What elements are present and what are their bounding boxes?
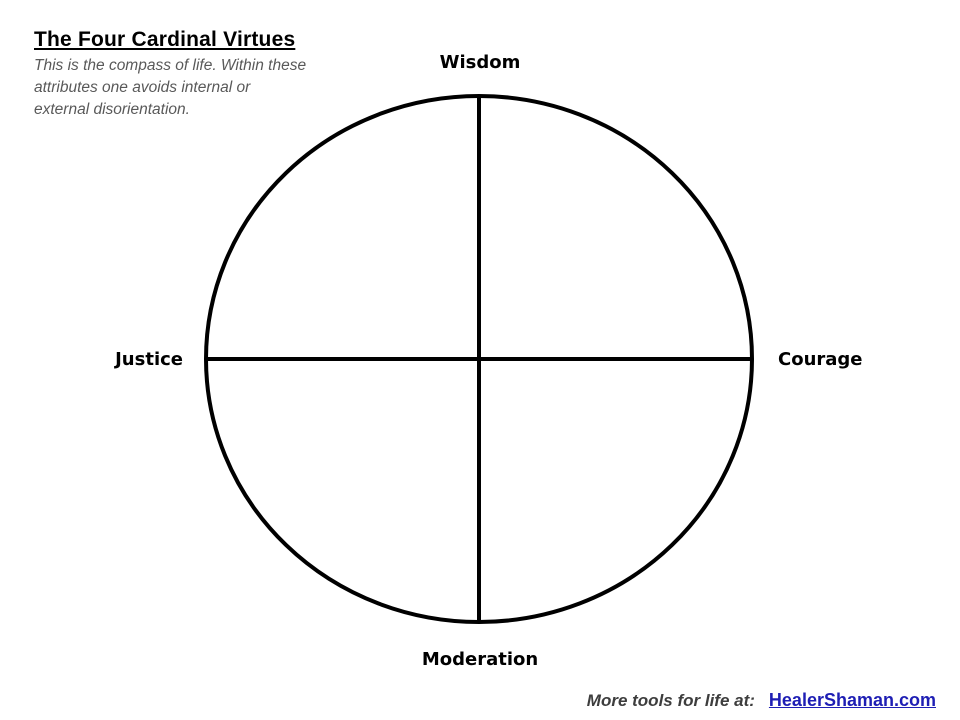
subtitle-line-3: external disorientation. bbox=[34, 101, 190, 118]
label-courage: Courage bbox=[778, 349, 863, 370]
footer-website-link[interactable]: HealerShaman.com bbox=[768, 690, 936, 710]
footer-tagline: More tools for life at: bbox=[586, 691, 755, 710]
label-justice: Justice bbox=[115, 349, 183, 370]
compass-circle bbox=[204, 94, 754, 624]
subtitle-line-1: This is the compass of life. Within thes… bbox=[34, 57, 307, 74]
label-moderation: Moderation bbox=[421, 649, 539, 670]
page-title: The Four Cardinal Virtues bbox=[34, 28, 296, 51]
footer: More tools for life at: HealerShaman.com bbox=[587, 690, 936, 711]
subtitle-line-2: attributes one avoids internal or bbox=[34, 79, 251, 96]
page-subtitle: This is the compass of life. Within thes… bbox=[34, 55, 306, 121]
label-wisdom: Wisdom bbox=[439, 52, 521, 73]
